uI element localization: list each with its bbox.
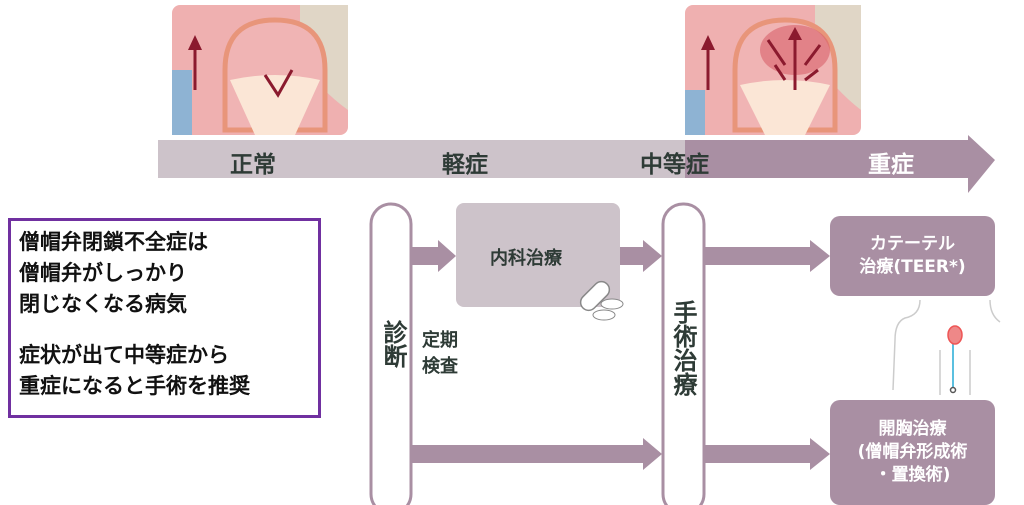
flow-arrows	[412, 240, 830, 470]
catheter-line: 治療(TEER*)	[859, 257, 966, 277]
catheter-line: カテーテル	[870, 234, 955, 254]
severity-arrow	[685, 135, 995, 193]
checkup-label: 定期 検査	[422, 328, 458, 380]
catheter-treatment-box: カテーテル治療(TEER*)	[830, 216, 995, 296]
pill-icon	[579, 280, 624, 321]
open-surgery-box: 開胸治療 (僧帽弁形成術・置換術)	[830, 400, 995, 505]
info-line: 症状が出て中等症から	[19, 343, 229, 367]
checkup-line: 検査	[422, 356, 458, 377]
surgery-pillar	[661, 202, 706, 505]
body-catheter-illustration	[892, 299, 1001, 395]
moderate-heart-illustration	[685, 5, 861, 135]
surgery-label: 手術治療	[669, 300, 697, 396]
info-line: 僧帽弁がしっかり	[19, 261, 187, 285]
open-line: (僧帽弁形成術	[857, 442, 968, 462]
info-line: 重症になると手術を推奨	[19, 374, 250, 398]
diagnosis-pillar	[369, 202, 413, 505]
medical-label: 内科治療	[490, 248, 562, 269]
severity-bar-light	[158, 140, 685, 178]
checkup-line: 定期	[422, 330, 458, 351]
normal-heart-illustration	[172, 5, 348, 135]
stage-mild: 軽症	[442, 152, 488, 178]
open-line: 開胸治療	[878, 419, 947, 439]
medical-box	[456, 203, 620, 307]
open-line: ・置換術)	[874, 465, 951, 485]
stage-moderate: 中等症	[640, 152, 709, 178]
stage-normal: 正常	[230, 152, 276, 178]
info-box: 僧帽弁閉鎖不全症は 僧帽弁がしっかり 閉じなくなる病気 症状が出て中等症から 重…	[8, 218, 321, 418]
info-line: 僧帽弁閉鎖不全症は	[19, 230, 208, 254]
diagnosis-label: 診断	[379, 320, 407, 368]
stage-severe: 重症	[868, 152, 914, 178]
info-line: 閉じなくなる病気	[19, 292, 187, 316]
